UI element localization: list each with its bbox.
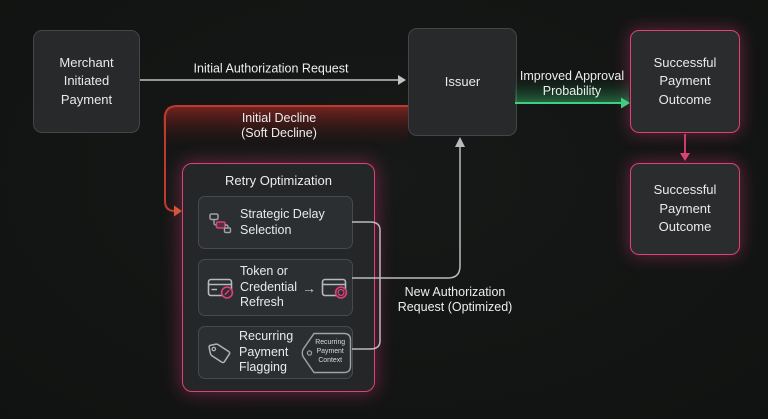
new-auth-label-line2: Request (Optimized) (397, 300, 513, 314)
merchant-initiated-payment-node: Merchant Initiated Payment (33, 30, 140, 133)
initial-decline-label-line1: Initial Decline (241, 110, 317, 125)
successful-outcome-top-node: Successful Payment Outcome (630, 30, 740, 133)
initial-auth-label: Initial Authorization Request (193, 61, 349, 76)
initial-auth-arrowhead (398, 75, 406, 85)
initial-decline-label-line2: (Soft Decline) (241, 126, 317, 140)
workflow-nodes-icon (209, 212, 232, 233)
strategic-delay-label: Strategic Delay Selection (240, 206, 325, 237)
retry-optimization-panel: Retry Optimization Strategic Delay Selec… (182, 163, 375, 392)
improved-approval-label: Improved Approval Probability (520, 69, 624, 100)
issuer-node: Issuer (408, 28, 517, 136)
successful-outcome-top-label: Successful Payment Outcome (653, 54, 717, 107)
successful-outcome-bottom-label: Successful Payment Outcome (653, 182, 717, 235)
initial-decline-arrowhead (174, 205, 182, 217)
recurring-flagging-label: Recurring Payment Flagging (239, 329, 294, 375)
badge-line-3: Context (318, 356, 343, 364)
issuer-node-label: Issuer (444, 73, 481, 89)
badge-line-1: Recurring (315, 339, 346, 347)
tag-outline-badge-icon (301, 332, 352, 373)
card-refresh-icon (321, 278, 348, 299)
token-refresh-item: Token or Credential Refresh → (198, 259, 353, 316)
right-arrow-glyph: → (301, 279, 316, 296)
strategic-delay-item: Strategic Delay Selection (198, 196, 353, 249)
tag-icon (208, 342, 231, 363)
outcome-link-arrowhead (680, 153, 690, 161)
recurring-context-badge-text: Recurring Payment Context (308, 331, 352, 375)
new-auth-line (380, 146, 461, 279)
recurring-context-badge: Recurring Payment Context (299, 331, 353, 375)
improved-approval-label-line2: Probability (542, 84, 602, 98)
card-token-icon (207, 278, 234, 299)
new-auth-label-line1: New Authorization (404, 284, 506, 299)
successful-outcome-bottom-node: Successful Payment Outcome (630, 163, 740, 255)
improved-approval-label-line1: Improved Approval (519, 68, 625, 83)
retry-panel-title: Retry Optimization (225, 173, 332, 188)
recurring-flagging-item: Recurring Payment Flagging Recurring Pay… (198, 326, 353, 379)
new-auth-label: New Authorization Request (Optimized) (398, 285, 513, 316)
badge-line-2: Payment (316, 348, 344, 356)
initial-decline-label: Initial Decline (Soft Decline) (241, 111, 317, 142)
new-auth-arrowhead (455, 137, 465, 147)
token-refresh-label: Token or Credential Refresh (240, 264, 297, 310)
merchant-node-label: Merchant Initiated Payment (59, 54, 114, 107)
